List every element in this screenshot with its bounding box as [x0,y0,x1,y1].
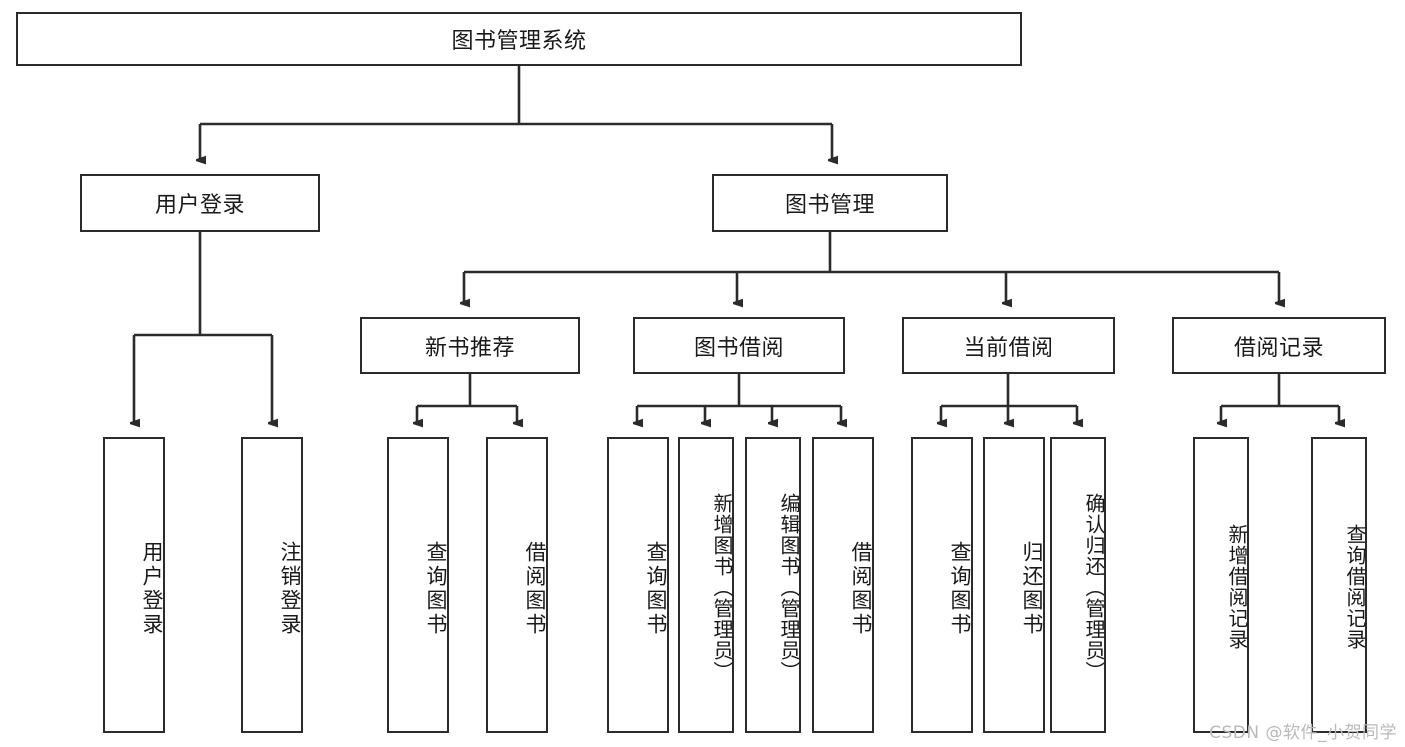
node-book-manage[interactable]: 图书管理 [712,174,948,232]
node-label: 编辑图书（管理员） [777,492,801,682]
node-label: 新增图书（管理员） [710,492,734,682]
node-label: 用户登录 [140,541,164,637]
node-label: 注销登录 [278,541,302,637]
node-label: 用户登录 [154,193,245,218]
node-leaf-confirm-return[interactable]: 确认归还（管理员） [1050,437,1106,733]
node-label: 查询借阅记录 [1343,524,1367,650]
node-label: 查询图书 [644,541,668,637]
node-label: 图书管理 [784,193,875,218]
node-label: 归还图书 [1020,541,1044,637]
node-user-login[interactable]: 用户登录 [80,174,320,232]
node-leaf-query-book-1[interactable]: 查询图书 [387,437,449,733]
node-label: 新书推荐 [424,335,515,361]
node-borrow-record[interactable]: 借阅记录 [1172,317,1386,374]
node-label: 查询图书 [424,541,448,637]
node-leaf-borrow-book-2[interactable]: 借阅图书 [812,437,874,733]
book-manage-to-level3-connectors [464,232,1279,303]
node-current-borrow[interactable]: 当前借阅 [902,317,1115,374]
node-leaf-query-book-2[interactable]: 查询图书 [607,437,669,733]
node-label: 借阅记录 [1233,335,1324,361]
node-label: 确认归还（管理员） [1082,492,1106,682]
current-borrow-to-leaves-connectors [941,374,1077,423]
root-to-level2-connectors [200,66,832,160]
user-login-to-leaves-connectors [134,232,272,423]
node-book-borrow[interactable]: 图书借阅 [633,317,845,374]
node-label: 新增借阅记录 [1225,524,1249,650]
node-root[interactable]: 图书管理系统 [16,12,1022,66]
node-label: 借阅图书 [523,541,547,637]
new-book-rec-to-leaves-connectors [417,374,517,423]
node-leaf-add-record[interactable]: 新增借阅记录 [1193,437,1249,733]
node-label: 当前借阅 [963,335,1054,361]
node-leaf-logout[interactable]: 注销登录 [241,437,303,733]
node-leaf-query-record[interactable]: 查询借阅记录 [1311,437,1367,733]
csdn-watermark: CSDN @软件_小贺同学 [1209,723,1397,743]
node-label: 借阅图书 [849,541,873,637]
node-leaf-add-book[interactable]: 新增图书（管理员） [678,437,734,733]
node-leaf-return-book[interactable]: 归还图书 [983,437,1045,733]
node-new-book-rec[interactable]: 新书推荐 [360,317,580,374]
node-leaf-borrow-book-1[interactable]: 借阅图书 [486,437,548,733]
node-leaf-user-login[interactable]: 用户登录 [103,437,165,733]
node-label: 图书管理系统 [451,29,587,54]
node-leaf-query-book-3[interactable]: 查询图书 [911,437,973,733]
node-leaf-edit-book[interactable]: 编辑图书（管理员） [745,437,801,733]
node-label: 查询图书 [948,541,972,637]
borrow-record-to-leaves-connectors [1221,374,1339,423]
book-borrow-to-leaves-connectors [637,374,841,423]
node-label: 图书借阅 [693,335,784,361]
